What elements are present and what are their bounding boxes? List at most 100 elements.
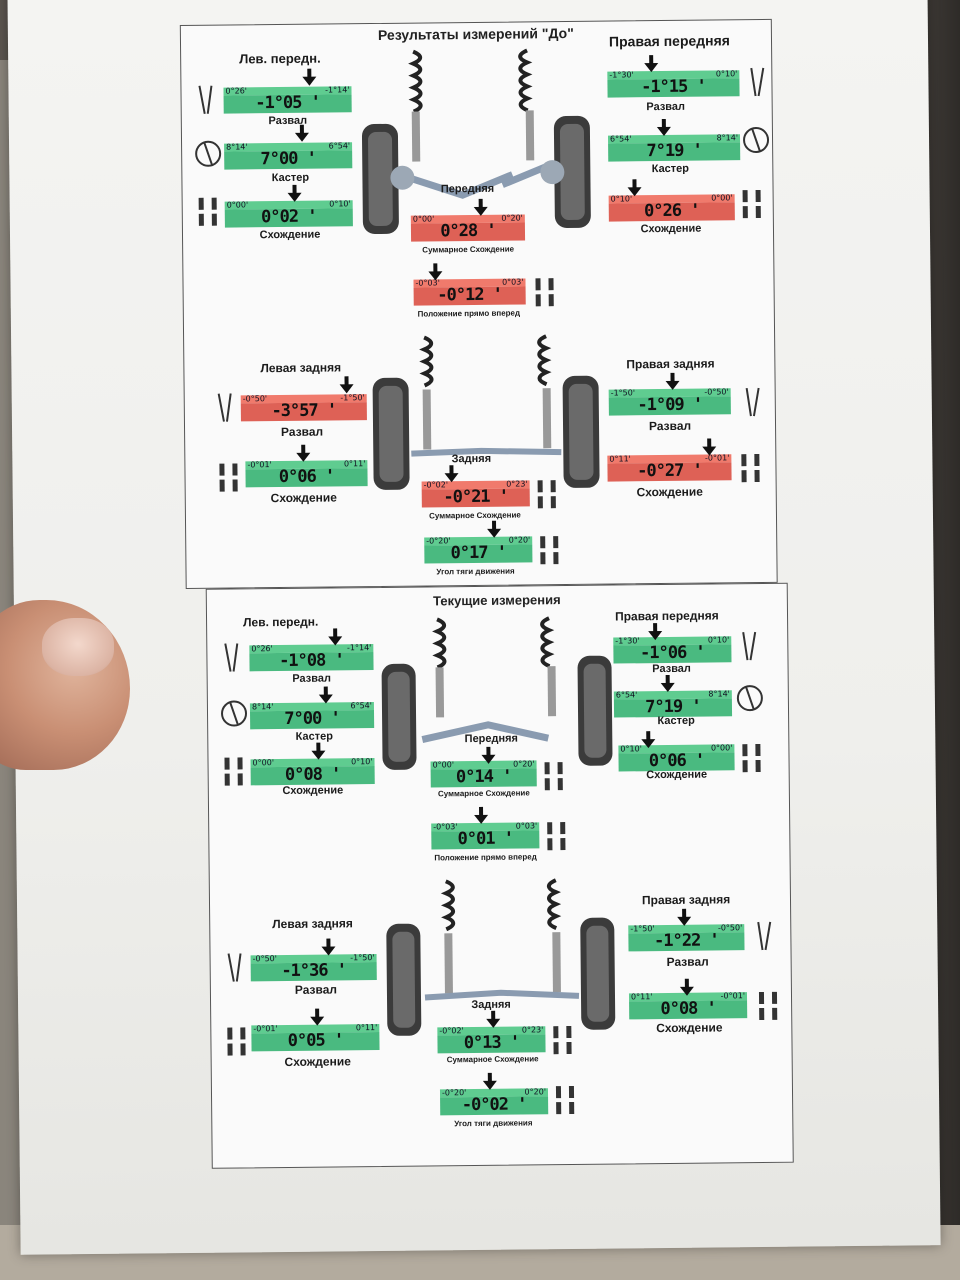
gauge-caption: Суммарное Схождение — [437, 788, 530, 799]
gauge-value: 0°06 ' — [278, 466, 335, 488]
vehicle-icon — [535, 278, 554, 307]
toe-icon — [742, 189, 761, 219]
gauge-caption: Схождение — [646, 768, 708, 782]
before-left-front-caster-gauge: 8°14'6°54' 7°00 ' — [224, 141, 353, 170]
gauge-value: -0°12 ' — [437, 284, 503, 306]
before-right-rear-toe-gauge: 0°11'-0°01' -0°27 ' — [607, 453, 732, 482]
before-left-rear-camber-gauge: -0°50'-1°50' -3°57 ' — [240, 393, 367, 422]
current-right-rear-title: Правая задняя — [641, 892, 731, 908]
gauge-caption: Схождение — [282, 784, 344, 798]
toe-icon — [219, 463, 238, 492]
gauge-caption: Развал — [280, 424, 324, 440]
camber-icon — [757, 921, 772, 951]
gauge-value: -1°06 ' — [639, 642, 705, 664]
gauge-value: 0°28 ' — [440, 220, 496, 242]
before-left-front-title: Лев. передн. — [239, 50, 321, 67]
rear-suspension-diagram — [372, 334, 600, 490]
gauge-value: 0°08 ' — [284, 764, 341, 785]
current-right-front-toe-gauge: 0°10'0°00' 0°06 ' — [618, 743, 735, 772]
before-right-front-toe-gauge: 0°10'0°00' 0°26 ' — [608, 193, 735, 222]
gauge-value: 0°08 ' — [660, 998, 716, 1020]
current-rear-total-toe-gauge: -0°02'0°23' 0°13 ' — [437, 1025, 546, 1054]
vehicle-icon — [547, 822, 566, 851]
caster-icon — [743, 127, 770, 154]
camber-icon — [750, 67, 765, 97]
camber-icon — [742, 631, 757, 661]
toe-icon — [227, 1027, 246, 1056]
current-left-rear-title: Левая задняя — [272, 916, 353, 932]
front-axle-label: Передняя — [464, 732, 519, 746]
gauge-caption: Схождение — [656, 1020, 723, 1036]
before-left-front-toe-gauge: 0°00'0°10' 0°02 ' — [224, 199, 353, 228]
gauge-caption: Угол тяги движения — [436, 566, 515, 577]
camber-icon — [745, 387, 760, 417]
camber-icon — [224, 643, 239, 672]
gauge-value: 0°02 ' — [260, 206, 317, 228]
gauge-caption: Угол тяги движения — [454, 1118, 533, 1129]
gauge-value: 0°17 ' — [450, 542, 507, 564]
current-left-rear-camber-gauge: -0°50'-1°50' -1°36 ' — [250, 953, 377, 982]
gauge-caption: Кастер — [271, 171, 310, 185]
gauge-caption: Развал — [268, 114, 308, 128]
caster-icon — [195, 140, 222, 167]
gauge-caption: Развал — [648, 418, 692, 434]
gauge-value: -0°21 ' — [443, 486, 509, 508]
caster-icon — [221, 700, 248, 727]
gauge-caption: Схождение — [270, 490, 337, 506]
gauge-caption: Развал — [646, 100, 686, 114]
gauge-value: 0°14 ' — [455, 766, 512, 788]
current-left-rear-toe-gauge: -0°01'0°11' 0°05 ' — [251, 1023, 380, 1052]
gauge-caption: Схождение — [640, 222, 702, 236]
printout-sheet: Результаты измерений "До" Лев. передн. 0… — [7, 0, 941, 1255]
before-right-front-camber-gauge: -1°30'0°10' -1°15 ' — [607, 69, 740, 98]
before-left-rear-toe-gauge: -0°01'0°11' 0°06 ' — [245, 459, 368, 488]
vehicle-icon — [555, 1085, 575, 1115]
gauge-value: -0°02 ' — [461, 1094, 527, 1116]
toe-icon — [741, 454, 760, 483]
toe-icon — [224, 757, 243, 786]
gauge-caption: Суммарное Схождение — [446, 1054, 539, 1065]
gauge-caption: Кастер — [651, 162, 690, 176]
gauge-caption: Развал — [292, 672, 332, 685]
rear-suspension-diagram — [386, 878, 616, 1036]
current-left-front-caster-gauge: 8°14'6°54' 7°00 ' — [249, 701, 375, 730]
front-suspension-diagram — [361, 48, 591, 235]
before-straight-ahead-gauge: -0°03'0°03' -0°12 ' — [413, 277, 526, 306]
gauge-value: -1°36 ' — [281, 960, 347, 982]
gauge-value: -1°08 ' — [279, 650, 344, 672]
vehicle-icon — [540, 536, 559, 565]
gauge-value: -1°15 ' — [641, 76, 706, 98]
current-left-front-camber-gauge: 0°26'-1°14' -1°08 ' — [249, 643, 374, 672]
gauge-value: 0°26 ' — [643, 200, 700, 222]
gauge-caption: Схождение — [636, 484, 703, 500]
before-right-front-caster-gauge: 6°54'8°14' 7°19 ' — [607, 133, 741, 162]
before-left-rear-title: Левая задняя — [260, 360, 342, 376]
before-thrust-angle-gauge: -0°20'0°20' 0°17 ' — [424, 535, 533, 564]
vehicle-icon — [544, 762, 563, 791]
current-front-total-toe-gauge: 0°00'0°20' 0°14 ' — [430, 759, 537, 788]
camber-icon — [198, 85, 213, 114]
before-right-rear-title: Правая задняя — [626, 356, 715, 372]
gauge-value: 7°19 ' — [646, 140, 702, 162]
gauge-value: 0°01 ' — [457, 828, 514, 850]
current-right-rear-camber-gauge: -1°50'-0°50' -1°22 ' — [628, 923, 745, 952]
panel-current: Текущие измерения Лев. передн. 0°26'-1°1… — [205, 582, 794, 1169]
panel-before: Результаты измерений "До" Лев. передн. 0… — [179, 18, 778, 590]
gauge-value: -0°27 ' — [637, 460, 702, 482]
toe-icon — [742, 744, 761, 773]
caster-icon — [736, 685, 763, 712]
gauge-caption: Развал — [652, 662, 691, 676]
current-right-front-camber-gauge: -1°30'0°10' -1°06 ' — [613, 635, 732, 664]
gauge-caption: Развал — [666, 954, 709, 970]
current-left-front-toe-gauge: 0°00'0°10' 0°08 ' — [250, 757, 375, 786]
gauge-value: 0°13 ' — [463, 1032, 520, 1054]
gauge-value: -1°22 ' — [653, 930, 719, 952]
gauge-caption: Кастер — [657, 714, 695, 728]
vehicle-icon — [553, 1026, 572, 1055]
gauge-caption: Развал — [294, 982, 338, 997]
gauge-value: -1°05 ' — [255, 92, 321, 114]
gauge-caption: Суммарное Схождение — [429, 510, 521, 521]
rear-axle-label: Задняя — [451, 452, 492, 466]
front-axle-label: Передняя — [440, 182, 495, 196]
thumbnail-nail — [42, 618, 114, 676]
